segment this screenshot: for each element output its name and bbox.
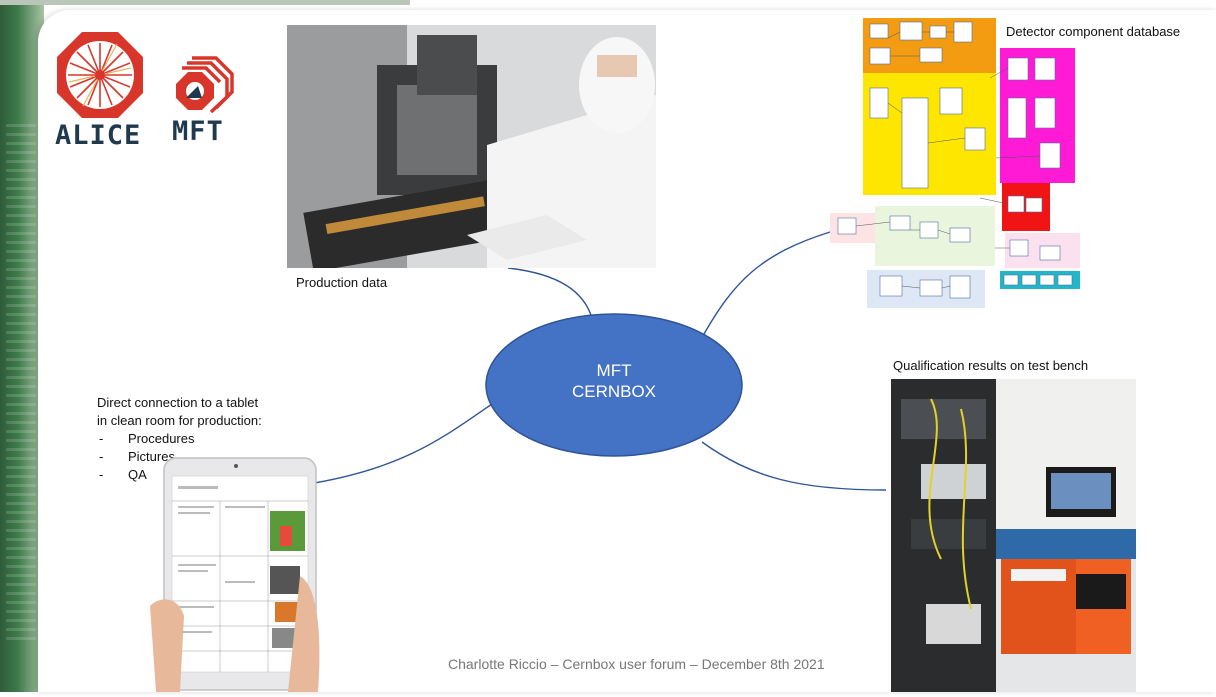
mft-logo-text: MFT bbox=[172, 116, 224, 147]
connector-tablet bbox=[301, 403, 493, 486]
database-caption: Detector component database bbox=[1006, 24, 1181, 39]
tablet-photo bbox=[150, 456, 325, 692]
connector-qualification bbox=[701, 441, 887, 491]
tablet-caption: Direct connection to a tablet in clean r… bbox=[97, 394, 317, 484]
alice-logo-text: ALICE bbox=[55, 120, 142, 151]
center-label-line1: MFT bbox=[596, 361, 632, 380]
alice-emblem-icon bbox=[57, 32, 143, 118]
alice-logo: ALICE bbox=[55, 30, 145, 151]
connector-database bbox=[703, 231, 831, 335]
mft-logo: MFT bbox=[172, 54, 242, 150]
center-ellipse bbox=[485, 313, 743, 457]
background-circuit-board bbox=[0, 0, 44, 692]
tablet-bullet-list: Procedures Pictures QA bbox=[97, 430, 317, 484]
mft-emblem-icon bbox=[176, 56, 234, 114]
database-diagram bbox=[830, 18, 1090, 310]
background-top-strip bbox=[0, 0, 410, 5]
connector-production bbox=[507, 267, 593, 319]
production-caption: Production data bbox=[296, 275, 388, 290]
tablet-caption-line1: Direct connection to a tablet bbox=[97, 395, 259, 410]
bullet-procedures: Procedures bbox=[97, 430, 317, 448]
bullet-qa: QA bbox=[97, 466, 317, 484]
slide-footer: Charlotte Riccio – Cernbox user forum – … bbox=[448, 656, 825, 672]
production-photo bbox=[287, 25, 656, 268]
center-label: MFT CERNBOX bbox=[486, 360, 742, 402]
qualification-photo bbox=[891, 379, 1136, 692]
center-label-line2: CERNBOX bbox=[571, 382, 657, 401]
bullet-pictures: Pictures bbox=[97, 448, 317, 466]
tablet-caption-line2: in clean room for production: bbox=[97, 413, 262, 428]
qualification-caption: Qualification results on test bench bbox=[893, 358, 1089, 373]
